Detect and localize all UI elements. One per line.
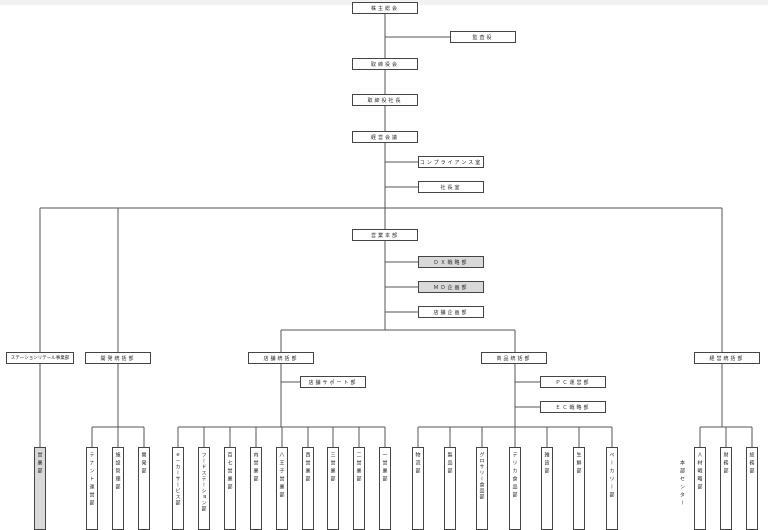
dept-facility-mgmt: 施設管理部 <box>112 447 124 530</box>
dept-logistics: 物流部 <box>412 447 424 530</box>
dept-tenant-ops: テナント運営部 <box>86 447 98 530</box>
dept-nishi: 西営業部 <box>302 447 314 530</box>
dept-ichi: 一営業部 <box>379 447 391 530</box>
dept-general-affairs: 総務部 <box>746 447 758 530</box>
dept-station-sales: 営業部 <box>34 447 46 530</box>
shareholders-box: 株主総会 <box>352 2 418 14</box>
development-division-box: 開発統括部 <box>85 352 151 364</box>
presidents-office-box: 社長室 <box>418 181 484 193</box>
admin-division-box: 経営統括部 <box>694 352 760 364</box>
dept-dev: 開発部 <box>138 447 150 530</box>
dept-ecar-service: ｅ－カーサービス部 <box>172 447 184 530</box>
compliance-box: コンプライアンス室 <box>418 156 484 168</box>
store-ops-division-box: 店舗統括部 <box>248 352 314 364</box>
dept-finance: 財務部 <box>720 447 732 530</box>
business-hq-box: 営業本部 <box>352 229 418 241</box>
dept-food-station: フードステーション部 <box>198 447 210 530</box>
store-support-box: 店舗サポート部 <box>300 376 366 388</box>
management-council-box: 経営会議 <box>352 131 418 143</box>
dept-san: 三営業部 <box>327 447 339 530</box>
dept-products: 製品部 <box>444 447 456 530</box>
dept-grocery: グロサリー食品部 <box>476 447 488 530</box>
dept-bakery: ベーカリー部 <box>606 447 618 530</box>
dx-strategy-box: ＤＸ戦略部 <box>418 256 484 268</box>
dept-sundry: 雑貨部 <box>541 447 553 530</box>
dept-nanai: 内営業部 <box>250 447 262 530</box>
store-planning-box: 店舗企画部 <box>418 306 484 318</box>
station-retail-box: ステーションリテール事業部 <box>6 352 74 364</box>
dept-hachi: 八王子営業部 <box>276 447 288 530</box>
merchandise-division-box: 商品統括部 <box>481 352 547 364</box>
md-planning-box: ＭＤ企画部 <box>418 281 484 293</box>
hr-center-note: 本部センター <box>679 460 685 508</box>
dept-deli: デリカ食品部 <box>509 447 521 530</box>
auditor-box: 監査役 <box>450 31 516 43</box>
president-box: 取締役社長 <box>352 94 418 106</box>
dept-hyakushiki: 百七営業部 <box>224 447 236 530</box>
dept-fresh: 生鮮部 <box>573 447 585 530</box>
pc-ops-box: ＰＣ運営部 <box>540 376 606 388</box>
dept-hr-strategy: 人材戦略部 <box>694 447 706 530</box>
ec-strategy-box: ＥＣ戦略部 <box>540 401 606 413</box>
dept-ni: 二営業部 <box>353 447 365 530</box>
board-box: 取締役会 <box>352 58 418 70</box>
